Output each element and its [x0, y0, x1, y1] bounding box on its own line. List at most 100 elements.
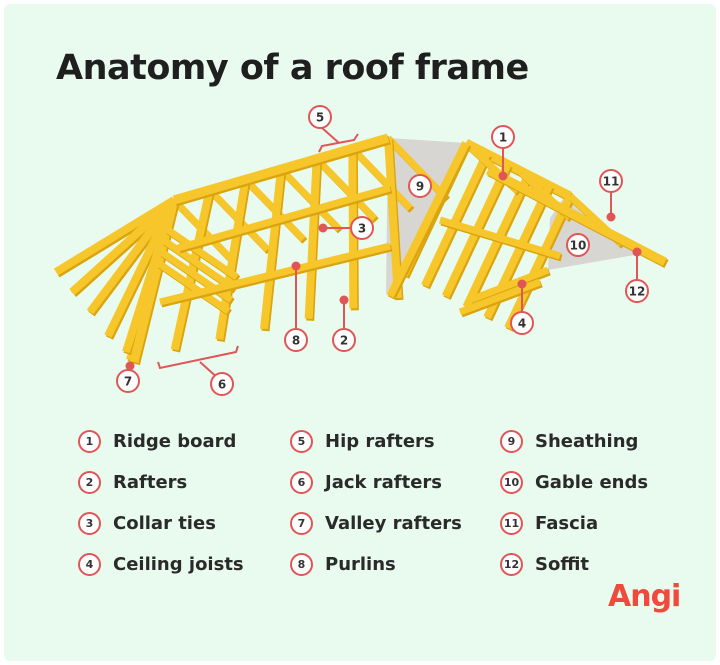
legend-item: 9 Sheathing [500, 427, 638, 455]
legend-label: Sheathing [535, 430, 639, 452]
callout-anchor-dot [606, 212, 616, 222]
common-rafter [278, 166, 342, 232]
legend-label: Collar ties [113, 512, 216, 534]
jack-rafter [304, 158, 321, 319]
legend-item: 1 Ridge board [78, 427, 236, 455]
legend-item: 4 Ceiling joists [78, 550, 244, 578]
callout-circle [566, 233, 590, 257]
callout-circle [116, 369, 140, 393]
callout-number: 5 [316, 111, 324, 125]
legend-number: 8 [290, 552, 313, 576]
callout-circle [332, 328, 356, 352]
logo-text: Angi [608, 579, 681, 614]
valley-strip [386, 141, 470, 298]
callout-anchor-dot [318, 223, 328, 233]
legend-number: 5 [290, 429, 313, 453]
legend-label: Ceiling joists [113, 553, 244, 575]
jack-rafter [384, 137, 402, 299]
legend-label: Hip rafters [325, 430, 435, 452]
legend-label: Fascia [535, 512, 599, 534]
angi-logo: Angi [608, 579, 681, 614]
legend-item: 2 Rafters [78, 468, 187, 496]
hip-side-rafter [53, 196, 177, 276]
collar-tie [438, 216, 562, 260]
legend-number: 11 [500, 511, 523, 535]
common-rafter [314, 156, 378, 222]
gable-rafter [421, 151, 491, 288]
callout-9: 9 [408, 174, 432, 198]
ridge-board [172, 133, 390, 205]
legend-number: 3 [78, 511, 101, 535]
callout-number: 7 [124, 375, 132, 389]
callout-anchor-dot [125, 361, 135, 371]
callout-anchor-dot [339, 295, 349, 305]
legend-number: 6 [290, 470, 313, 494]
callout-circle [625, 279, 649, 303]
callout-circle [510, 311, 534, 335]
legend-item: 11 Fascia [500, 509, 598, 537]
callout-4: 4 [510, 311, 534, 335]
callout-3: 3 [350, 216, 374, 240]
callout-anchor-dot [498, 171, 508, 181]
callout-number: 1 [499, 131, 507, 145]
callout-number: 11 [603, 175, 620, 189]
legend-label: Jack rafters [325, 471, 443, 493]
callout-number: 2 [340, 334, 348, 348]
legend-label: Gable ends [535, 471, 649, 493]
callout-circle [408, 174, 432, 198]
legend-item: 10 Gable ends [500, 468, 648, 496]
legend-number: 1 [78, 429, 101, 453]
valley-rafter [156, 260, 231, 315]
legend-number: 10 [500, 470, 523, 494]
callout-12: 12 [625, 279, 649, 303]
callout-number: 3 [358, 222, 366, 236]
legend-item: 6 Jack rafters [290, 468, 442, 496]
legend-label: Valley rafters [325, 512, 462, 534]
legend-number: 2 [78, 470, 101, 494]
callout-7: 7 [116, 369, 140, 393]
hip-rafter [129, 198, 179, 364]
callout-anchor-dot [632, 247, 642, 257]
legend-number: 4 [78, 552, 101, 576]
callout-leader [157, 345, 239, 370]
ceiling-joist [458, 278, 542, 316]
fascia [485, 166, 668, 266]
callout-circle [308, 105, 332, 129]
callout-number: 4 [518, 317, 526, 331]
valley-rafter [162, 237, 236, 292]
legend-label: Rafters [113, 471, 188, 493]
gable-rafter [504, 194, 574, 330]
callout-11: 11 [599, 169, 623, 193]
timber-members [53, 133, 669, 366]
callout-anchor-dot [517, 279, 527, 289]
ceiling-joist [468, 266, 550, 304]
callout-number: 9 [416, 180, 424, 194]
page-title: Anatomy of a roof frame [56, 48, 529, 88]
jack-rafter [260, 168, 285, 330]
legend-item: 7 Valley rafters [290, 509, 462, 537]
callout-number: 12 [629, 285, 646, 299]
legend-number: 12 [500, 552, 523, 576]
callout-6: 6 [210, 372, 234, 396]
legend-item: 3 Collar ties [78, 509, 216, 537]
callout-1: 1 [491, 125, 515, 149]
callout-circle [350, 216, 374, 240]
callout-anchor-dot [291, 261, 301, 271]
purlin [177, 184, 391, 252]
legend-number: 9 [500, 429, 523, 453]
callout-8: 8 [284, 328, 308, 352]
valley-rafter [164, 226, 239, 281]
purlin [159, 242, 391, 306]
legend-number: 7 [290, 511, 313, 535]
hip-side-rafter [86, 197, 178, 315]
common-rafter [349, 145, 413, 211]
common-rafter [385, 135, 449, 201]
callout-circle [284, 328, 308, 352]
legend-label: Ridge board [113, 430, 237, 452]
callout-circle [599, 169, 623, 193]
hip-side-rafter [69, 197, 177, 295]
